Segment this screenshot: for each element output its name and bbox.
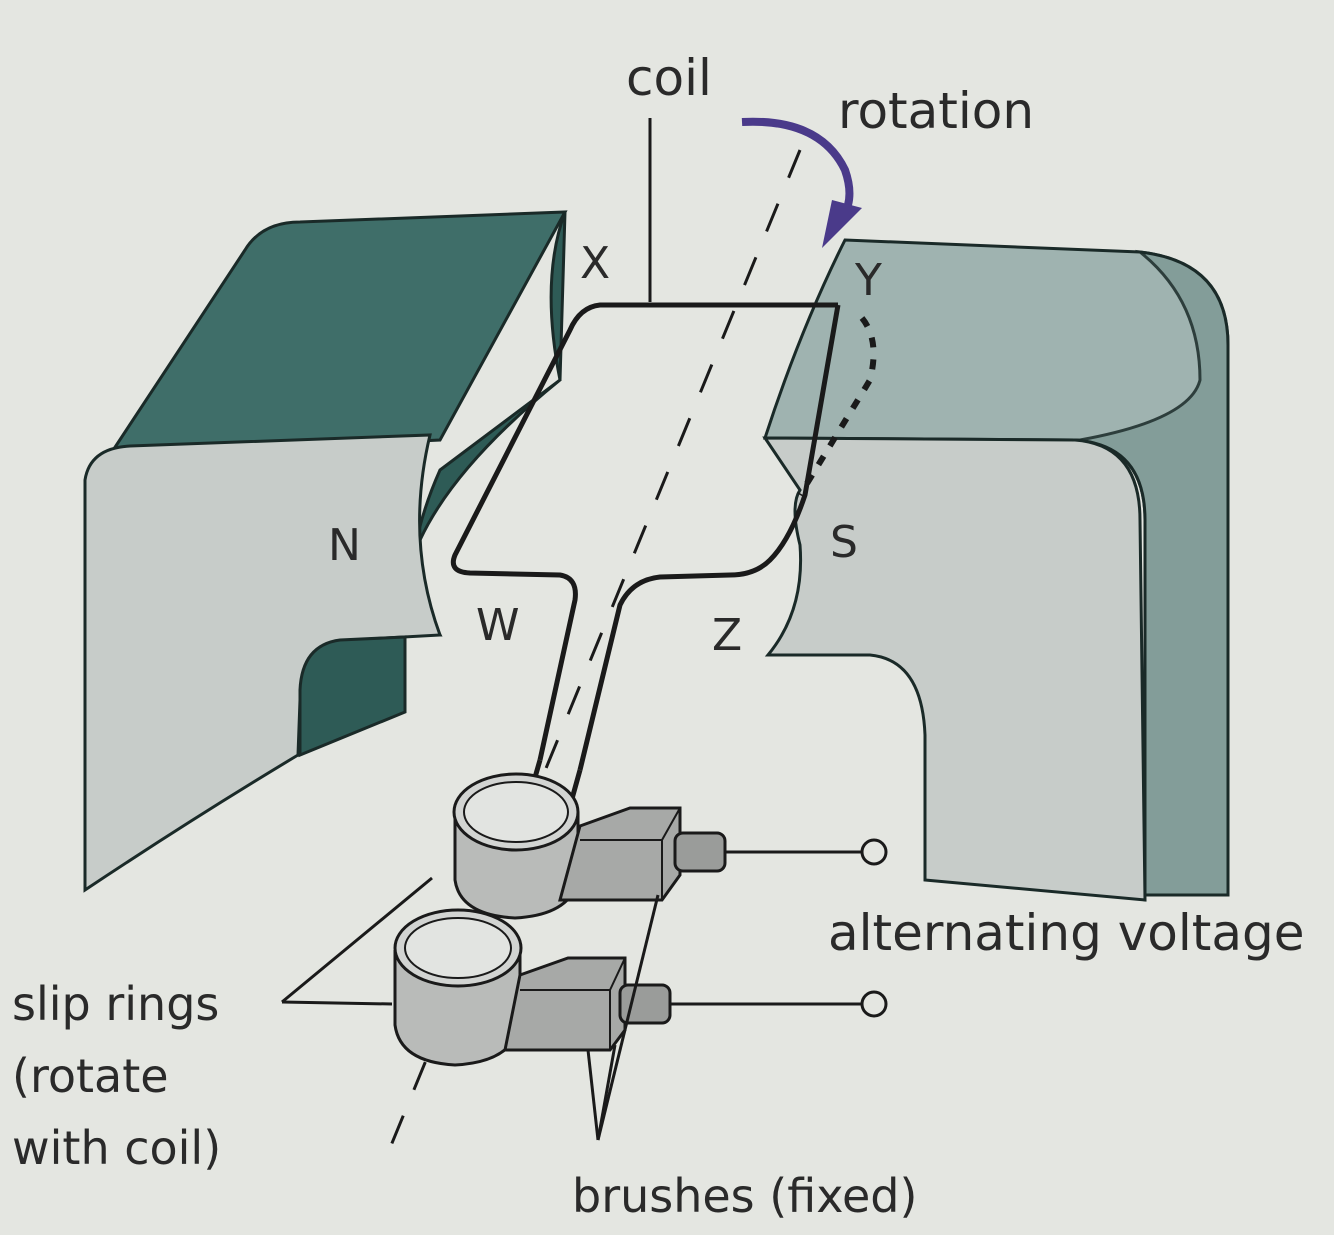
slip-rings-label-line3: with coil) (12, 1121, 221, 1175)
terminal-upper (860, 838, 888, 866)
brush-upper (558, 806, 888, 902)
alternating-voltage-label: alternating voltage (828, 904, 1305, 962)
rotation-label: rotation (838, 82, 1034, 140)
north-magnet-inner-shadow (298, 635, 407, 758)
rotation-arrowhead (822, 200, 862, 248)
north-magnet (83, 210, 568, 893)
corner-w-label: W (476, 600, 520, 651)
slip-rings-label-line1: slip rings (12, 977, 219, 1031)
slip-rings-label-line2: (rotate (12, 1049, 169, 1103)
slip-ring-lower (393, 908, 523, 1067)
corner-z-label: Z (712, 610, 742, 661)
coil-label: coil (626, 49, 712, 107)
coil-hidden-edge (797, 316, 877, 497)
south-pole-label: S (830, 517, 858, 568)
coil-side-yz (577, 304, 841, 771)
terminal-lower (860, 990, 888, 1018)
corner-y-label: Y (854, 255, 882, 306)
south-magnet (762, 238, 1230, 902)
brushes-leaders (586, 894, 660, 1141)
north-pole-label: N (328, 520, 361, 571)
north-magnet-top-face (98, 210, 568, 472)
brushes-label: brushes (fixed) (572, 1169, 917, 1223)
slip-ring-upper (452, 772, 580, 920)
south-magnet-front-face (762, 436, 1147, 902)
corner-x-label: X (580, 238, 610, 289)
slip-rings-leaders (281, 876, 433, 1006)
rotation-arrow (741, 117, 862, 248)
coil-loop (450, 302, 838, 761)
brush-lower (503, 956, 888, 1052)
rotation-axis (381, 149, 802, 1166)
